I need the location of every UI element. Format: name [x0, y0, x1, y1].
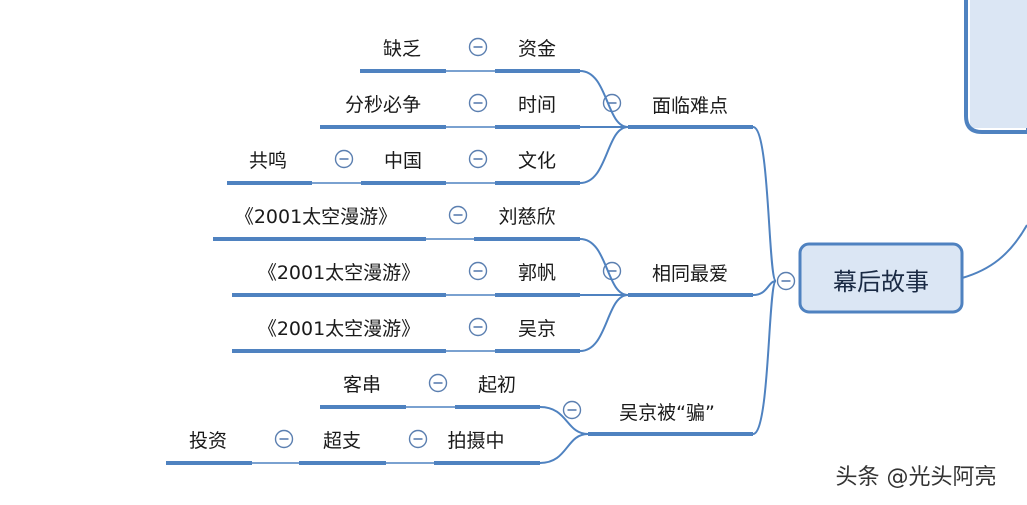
branch-1-child-0-connector: [579, 238, 629, 296]
branch-0-label: 面临难点: [652, 95, 728, 117]
branch-1-child-2-collapse-icon-0[interactable]: [468, 317, 488, 337]
branch-2-label: 吴京被“骗”: [619, 402, 715, 424]
branch-2-child-1-node-0-label: 拍摄中: [447, 430, 504, 452]
branch-2-collapse-icon[interactable]: [562, 400, 582, 420]
branch-1-child-2-connector: [579, 294, 629, 352]
branch-2-child-1-node-2-label: 投资: [189, 430, 227, 452]
root-node-label: 幕后故事: [833, 268, 929, 296]
branch-1-child-1-collapse-icon-0[interactable]: [468, 261, 488, 281]
branch-1-child-1-node-0-label: 郭帆: [518, 262, 556, 284]
branch-1-child-0-collapse-icon-0[interactable]: [448, 205, 468, 225]
offscreen-node-fill: [970, 0, 1027, 128]
root-node[interactable]: [798, 242, 964, 314]
branch-0-child-2-node-2-label: 共鸣: [249, 150, 287, 172]
branch-1-child-0-node-0-label: 刘慈欣: [498, 206, 555, 228]
branch-0-child-0-collapse-icon-0[interactable]: [468, 37, 488, 57]
branch-0-child-0-node-1-label: 缺乏: [383, 38, 421, 60]
branch-2-child-0-connector: [539, 406, 589, 435]
branch-0-child-0-node-0-label: 资金: [518, 38, 556, 60]
branch-0-child-1-node-1-label: 分秒必争: [345, 94, 421, 116]
branch-1-child-0-node-1-label: 《2001太空漫游》: [235, 206, 397, 228]
branch-1-child-2-node-0-label: 吴京: [518, 318, 556, 340]
branch-2-child-0-node-1-label: 客串: [343, 374, 381, 396]
branch-2-child-0-collapse-icon-0[interactable]: [428, 373, 448, 393]
watermark-text: 头条 @光头阿亮: [836, 465, 997, 490]
branch-0-child-2-collapse-icon-1[interactable]: [334, 149, 354, 169]
offscreen-node-border: [964, 0, 1027, 134]
branch-0-child-2-collapse-icon-0[interactable]: [468, 149, 488, 169]
branch-0-child-1-collapse-icon-0[interactable]: [468, 93, 488, 113]
branch-2-child-1-connector: [539, 433, 589, 464]
root-collapse-icon[interactable]: [776, 271, 796, 291]
branch-1-child-1-node-1-label: 《2001太空漫游》: [258, 262, 420, 284]
branch-2-child-1-node-1-label: 超支: [323, 430, 361, 452]
branch-0-child-2-connector: [579, 126, 629, 184]
root-to-branch-0-connector: [752, 126, 777, 282]
branch-0-child-0-connector: [579, 70, 629, 128]
branch-1-label: 相同最爱: [652, 263, 728, 285]
branch-0-child-2-node-1-label: 中国: [384, 150, 422, 172]
root-to-parent-connector: [961, 224, 1027, 279]
root-to-branch-2-connector: [752, 280, 777, 435]
branch-0-child-2-node-0-label: 文化: [518, 150, 556, 172]
root-to-branch-1-connector: [752, 280, 777, 296]
branch-1-child-2-node-1-label: 《2001太空漫游》: [258, 318, 420, 340]
branch-2-child-1-collapse-icon-0[interactable]: [408, 429, 428, 449]
branch-0-child-1-node-0-label: 时间: [518, 94, 556, 116]
branch-2-child-0-node-0-label: 起初: [478, 374, 516, 396]
branch-2-child-1-collapse-icon-1[interactable]: [274, 429, 294, 449]
